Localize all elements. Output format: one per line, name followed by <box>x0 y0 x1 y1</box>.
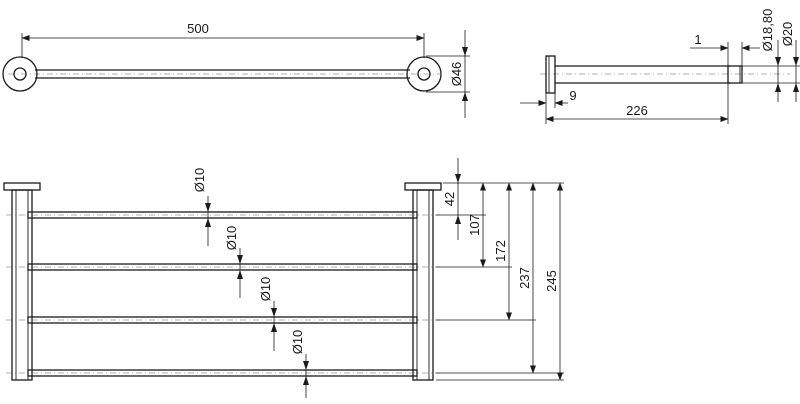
dim-flange-diameter: Ø46 <box>449 62 464 87</box>
elevation-view: Ø10 Ø10 Ø10 Ø10 42 107 172 237 <box>3 158 564 398</box>
dim-wall-gap: 1 <box>694 32 701 47</box>
dim-projection: 226 <box>626 103 648 118</box>
dim-flange-thickness: 9 <box>569 88 576 103</box>
dim-height-2: 107 <box>467 214 482 236</box>
dim-bar-od: Ø18,80 <box>760 9 775 52</box>
dim-length-total: 500 <box>187 21 209 36</box>
dim-rail-diameter-2: Ø10 <box>224 226 239 251</box>
side-view: 1 Ø18,80 Ø20 9 226 <box>520 9 800 124</box>
dim-height-4: 237 <box>517 267 532 289</box>
dim-flange-od: Ø20 <box>780 22 795 47</box>
front-view: 500 Ø46 <box>2 21 470 118</box>
dim-height-total: 245 <box>544 270 559 292</box>
dim-height-3: 172 <box>493 240 508 262</box>
dim-rail-diameter-1: Ø10 <box>192 168 207 193</box>
dim-height-1: 42 <box>442 192 457 206</box>
dim-rail-diameter-4: Ø10 <box>290 330 305 355</box>
dim-rail-diameter-3: Ø10 <box>258 277 273 302</box>
